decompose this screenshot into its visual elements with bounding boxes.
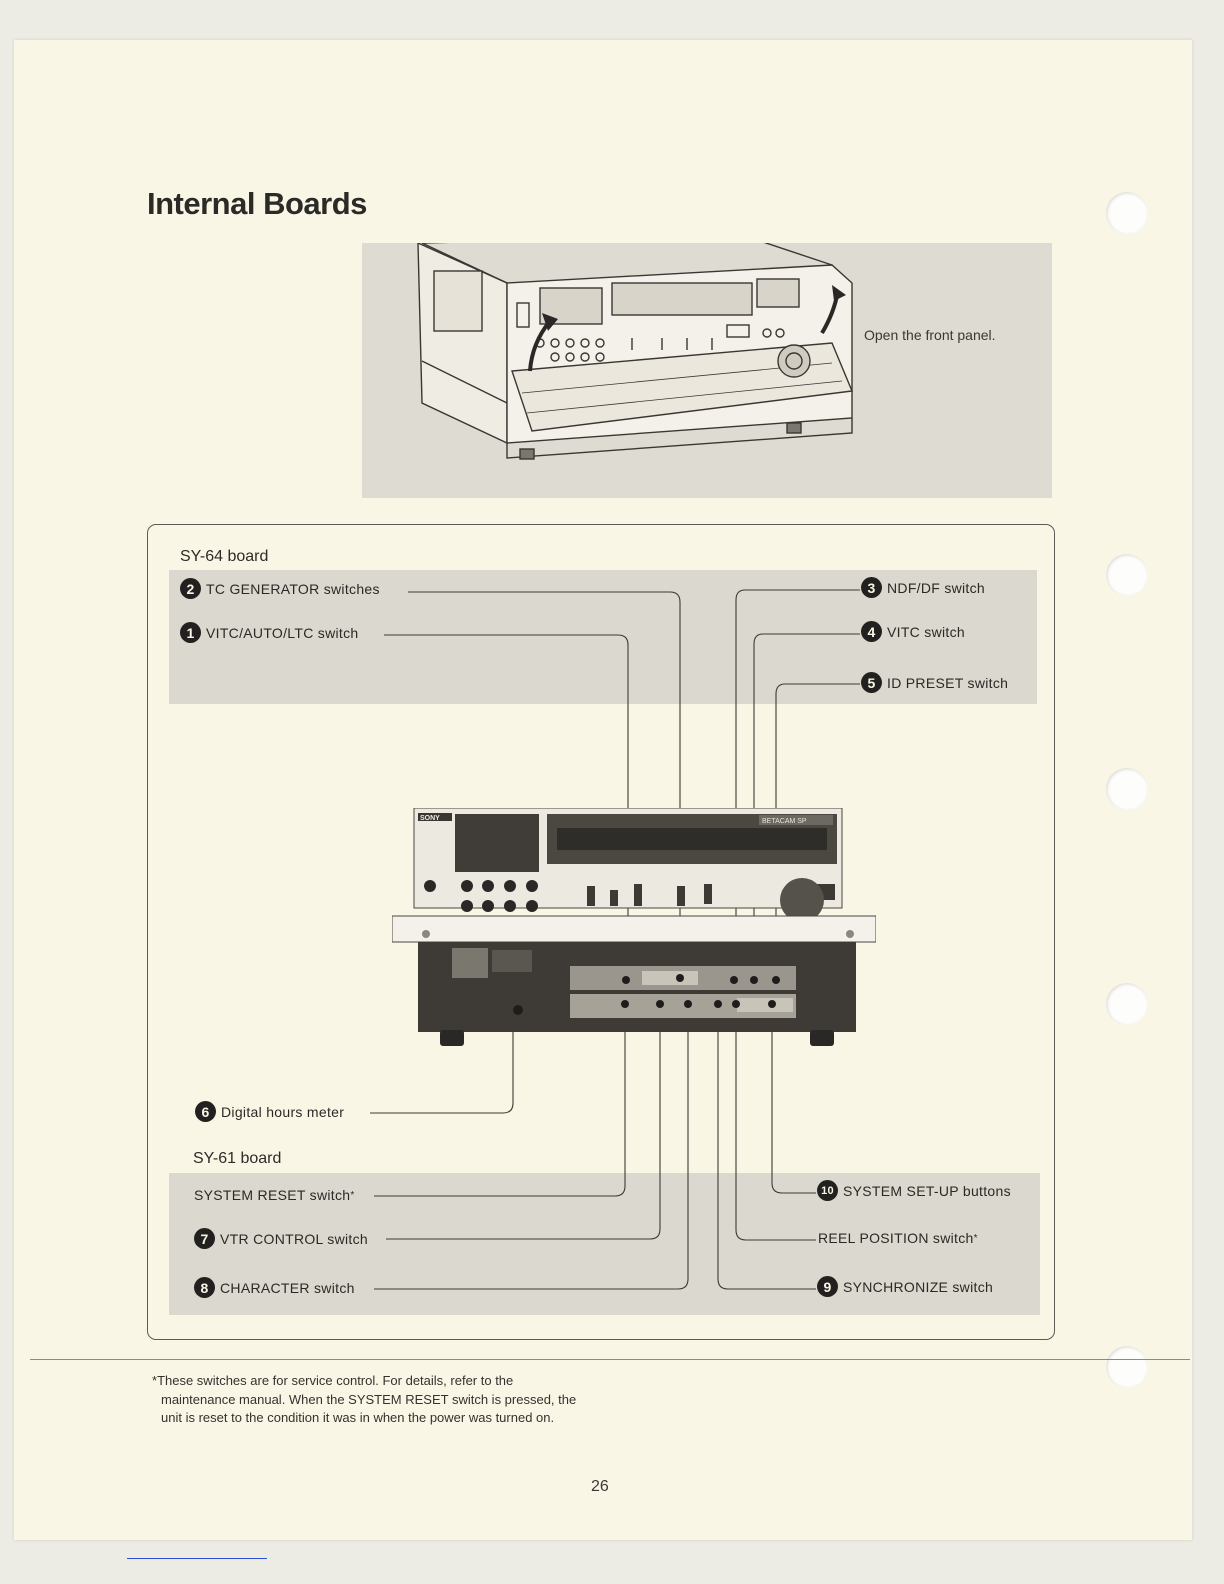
label-text: Digital hours meter (221, 1103, 345, 1120)
callout-number: 6 (195, 1101, 216, 1122)
label-text: VTR CONTROL switch (220, 1230, 369, 1247)
label-text: VITC switch (887, 623, 965, 640)
brand-mark: SONY (420, 815, 440, 822)
callout-number: 10 (817, 1180, 838, 1201)
vtr-illustration (417, 234, 854, 460)
sy61-switch-band (169, 1173, 1040, 1315)
label-text: CHARACTER switch (220, 1279, 355, 1296)
ndf-df-switch-label: 3 NDF/DF switch (861, 577, 985, 598)
label-text: SYSTEM SET-UP buttons (843, 1182, 1011, 1199)
sy61-board-label: SY-61 board (193, 1150, 282, 1167)
tc-generator-switches-label: 2 TC GENERATOR switches (180, 578, 380, 599)
board-diagram-frame (147, 524, 1055, 1340)
footnote-text: These switches are for service control. … (157, 1373, 577, 1425)
system-reset-switch-label: SYSTEM RESET switch* (194, 1187, 355, 1203)
open-panel-caption: Open the front panel. (864, 327, 996, 343)
callout-number: 7 (194, 1228, 215, 1249)
reel-position-switch-label: REEL POSITION switch* (818, 1230, 978, 1246)
vtr-front-illustration: SONY BETACAM SP (391, 807, 877, 1046)
label-text: REEL POSITION switch (818, 1230, 974, 1246)
callout-number: 8 (194, 1277, 215, 1298)
synchronize-switch-label: 9 SYNCHRONIZE switch (817, 1276, 993, 1297)
binder-hole (1106, 768, 1148, 810)
model-mark: BETACAM SP (762, 818, 807, 825)
digital-hours-meter-label: 6 Digital hours meter (195, 1101, 344, 1122)
callout-number: 3 (861, 577, 882, 598)
label-text: VITC/AUTO/LTC switch (206, 624, 359, 641)
binder-hole (1106, 1346, 1148, 1388)
callout-number: 2 (180, 578, 201, 599)
asterisk-mark: * (350, 1189, 355, 1201)
id-preset-switch-label: 5 ID PRESET switch (861, 672, 1008, 693)
vitc-auto-ltc-switch-label: 1 VITC/AUTO/LTC switch (180, 622, 359, 643)
label-text: SYNCHRONIZE switch (843, 1278, 994, 1295)
front-panel-photo (362, 234, 1052, 498)
label-text: ID PRESET switch (887, 674, 1009, 691)
character-switch-label: 8 CHARACTER switch (194, 1277, 355, 1298)
service-footnote: *These switches are for service control.… (150, 1372, 580, 1428)
label-text: NDF/DF switch (887, 579, 986, 596)
footnote-marker: * (152, 1373, 158, 1388)
callout-number: 1 (180, 622, 201, 643)
label-text: SYSTEM RESET switch (194, 1187, 351, 1203)
binder-hole (1106, 983, 1148, 1025)
label-text: TC GENERATOR switches (206, 580, 380, 597)
system-setup-buttons-label: 10 SYSTEM SET-UP buttons (817, 1180, 1011, 1201)
asterisk-mark: * (973, 1232, 978, 1244)
sy64-board-label: SY-64 board (180, 548, 269, 565)
callout-number: 9 (817, 1276, 838, 1297)
binder-hole (1106, 192, 1148, 234)
footer-rule (30, 1359, 1190, 1360)
page-number: 26 (591, 1478, 609, 1495)
callout-number: 5 (861, 672, 882, 693)
vitc-switch-label: 4 VITC switch (861, 621, 965, 642)
vtr-control-switch-label: 7 VTR CONTROL switch (194, 1228, 368, 1249)
scan-edge-line (127, 1558, 267, 1559)
binder-hole (1106, 554, 1148, 596)
internal-boards-photo: SONY BETACAM SP (391, 807, 877, 1046)
callout-number: 4 (861, 621, 882, 642)
page-title: Internal Boards (147, 186, 367, 221)
